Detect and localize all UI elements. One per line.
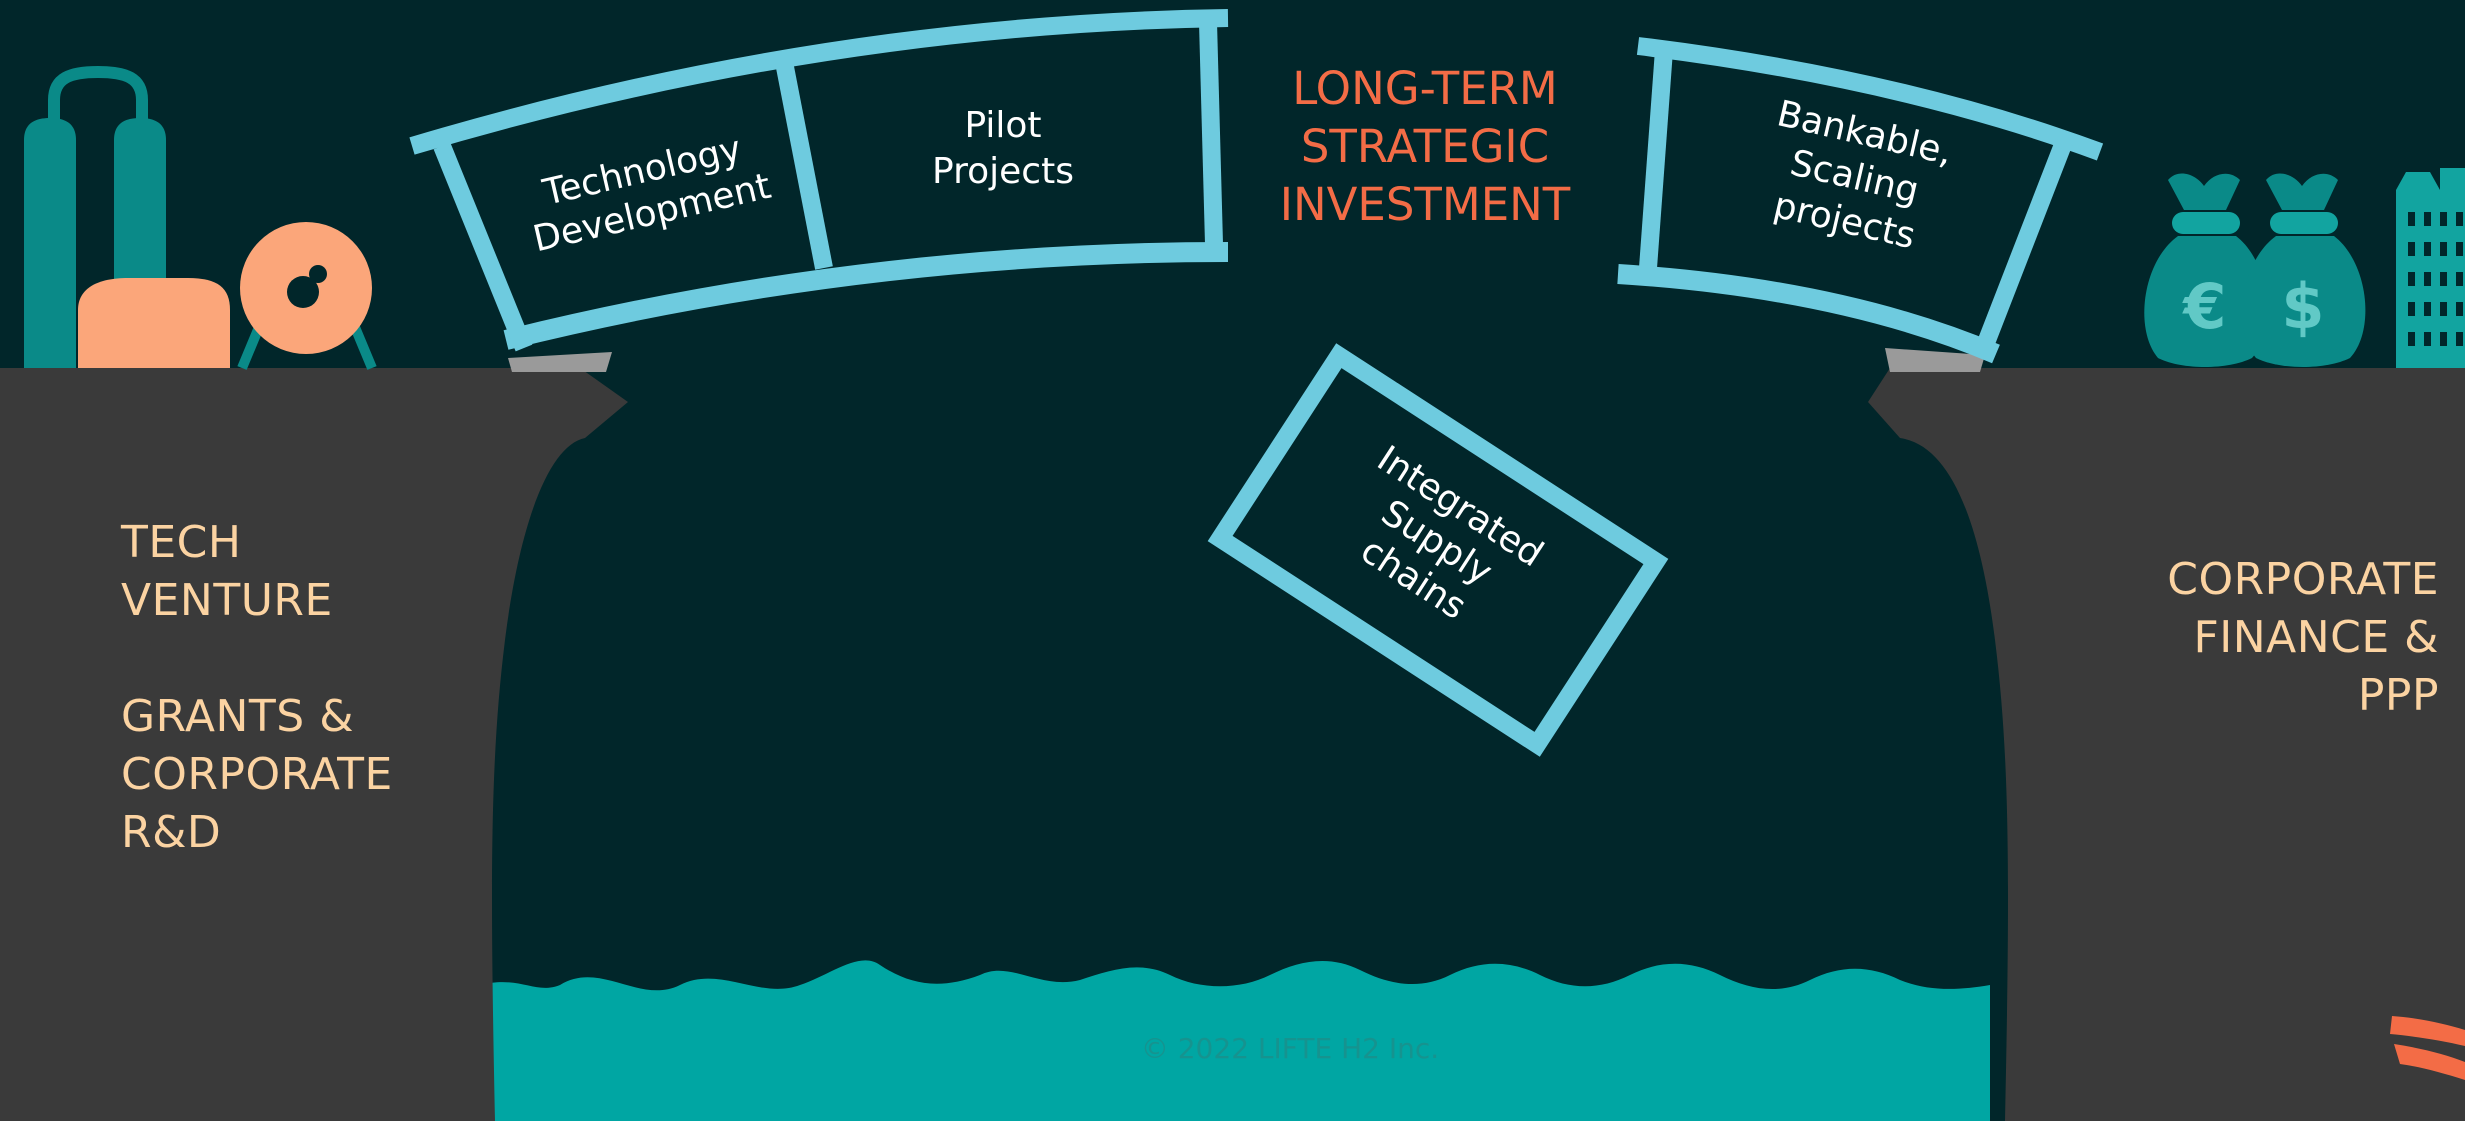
right-bridge-support xyxy=(1885,348,1985,372)
copyright-notice: © 2022 LIFTE H2 Inc. xyxy=(1140,1032,1440,1065)
headline-line-2: STRATEGIC xyxy=(1300,120,1550,173)
office-building-icon xyxy=(2396,168,2465,368)
right-cliff-labels: CORPORATE FINANCE & PPP xyxy=(2059,551,2439,725)
left-label-spacer xyxy=(121,630,461,688)
bridge-left-section xyxy=(409,9,1229,352)
industrial-tank-icon xyxy=(78,278,230,368)
bridge-falling-section xyxy=(1207,343,1669,757)
right-label-ppp: PPP xyxy=(2357,670,2439,721)
pilot-label-line-2: Projects xyxy=(932,151,1074,192)
left-label-rnd: R&D xyxy=(121,807,222,858)
headline: LONG-TERM STRATEGIC INVESTMENT xyxy=(1245,60,1605,234)
right-cliff xyxy=(1868,368,2465,1121)
segment-pilot-projects: Pilot Projects xyxy=(932,105,1074,192)
dollar-money-bag-icon xyxy=(2242,173,2366,367)
left-cliff-labels: TECH VENTURE GRANTS & CORPORATE R&D xyxy=(121,514,461,862)
bridge-right-section xyxy=(1617,37,2104,364)
right-label-corporate: CORPORATE xyxy=(2167,554,2439,605)
brand-logo-icon xyxy=(2390,1016,2465,1080)
right-label-finance: FINANCE & xyxy=(2193,612,2439,663)
euro-symbol: € xyxy=(2181,270,2226,343)
euro-money-bag-icon xyxy=(2144,173,2268,367)
left-cliff xyxy=(0,368,628,1121)
left-label-tech: TECH xyxy=(121,517,242,568)
left-label-grants: GRANTS & xyxy=(121,691,355,742)
left-label-venture: VENTURE xyxy=(121,575,333,626)
water xyxy=(480,960,1990,1121)
headline-line-1: LONG-TERM xyxy=(1292,62,1558,115)
dollar-symbol: $ xyxy=(2281,270,2324,343)
gauge-icon xyxy=(237,222,377,370)
left-bridge-support xyxy=(508,352,612,372)
left-label-corporate: CORPORATE xyxy=(121,749,393,800)
headline-line-3: INVESTMENT xyxy=(1279,178,1571,231)
pilot-label-line-1: Pilot xyxy=(964,105,1041,146)
